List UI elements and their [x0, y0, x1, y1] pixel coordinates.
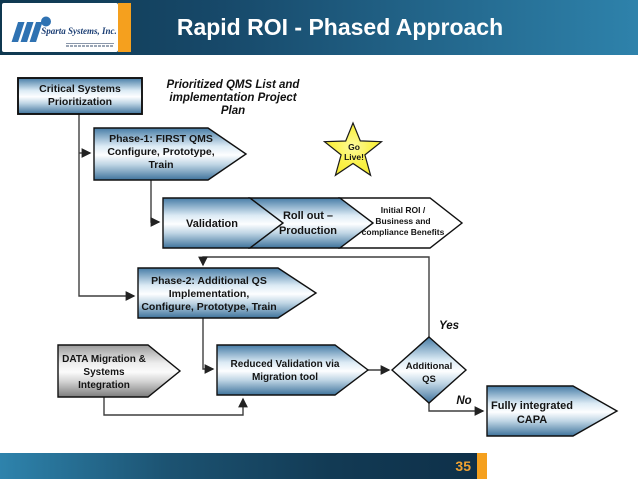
capa-label-line1: Fully integrated [491, 400, 573, 412]
additional-qs-decision [390, 336, 468, 404]
phase1-label-line3: Train [148, 159, 173, 171]
go-live-star [322, 121, 384, 177]
logo-tagline [66, 43, 114, 48]
critical-systems-box [17, 77, 143, 115]
additional-qs-label-line1: Additional [406, 361, 452, 372]
connector-phase2-to-reduced-validation [202, 318, 215, 374]
phase2-shape [137, 267, 318, 319]
footer-accent-square [477, 453, 487, 479]
prioritized-note-line2: implementation Project [169, 92, 297, 104]
go-live-label-line2: Live! [344, 152, 364, 162]
yes-label: Yes [439, 320, 459, 332]
accent-stripe [118, 3, 131, 52]
header-bar: Sparta Systems, Inc. Rapid ROI - Phased … [0, 0, 638, 55]
connector-critical-to-phase2 [78, 114, 136, 301]
phase2-label-line1: Phase-2: Additional QS [151, 275, 267, 287]
capa-shape [486, 385, 619, 437]
page-number: 35 [455, 458, 471, 474]
data-migration-shape [57, 344, 182, 398]
phase2-label-line2: Implementation, [169, 288, 250, 300]
connector-datamigration-to-reduced-validation [103, 397, 248, 416]
go-live-label-line1: Go [348, 142, 360, 152]
validation-label: Validation [186, 218, 238, 230]
initial-roi-label-line2: Business and [375, 216, 430, 226]
sparta-logo: Sparta Systems, Inc. [2, 3, 118, 52]
reduced-validation-label-line1: Reduced Validation via [231, 359, 340, 370]
critical-systems-label-line1: Critical Systems [39, 83, 121, 95]
initial-roi-shape [337, 197, 464, 249]
data-migration-label-line3: Integration [78, 380, 130, 391]
data-migration-label-line2: Systems [83, 367, 125, 378]
reduced-validation-label-line2: Migration tool [252, 372, 318, 383]
prioritized-note-line3: Plan [221, 105, 245, 117]
critical-systems-label-line2: Prioritization [48, 96, 112, 108]
initial-roi-label-line3: compliance Benefits [362, 227, 445, 237]
capa-label-line2: CAPA [517, 414, 547, 426]
reduced-validation-shape [216, 344, 370, 396]
no-label: No [456, 395, 471, 407]
phase2-label-line3: Configure, Prototype, Train [141, 301, 276, 313]
rollout-label-line1: Roll out – [283, 210, 333, 222]
footer-gradient-bar: 35 [0, 453, 477, 479]
footer-bar: 35 [0, 453, 638, 479]
logo-company-name: Sparta Systems, Inc. [41, 26, 117, 36]
additional-qs-label-line2: QS [422, 374, 436, 385]
slide-title: Rapid ROI - Phased Approach [176, 14, 504, 40]
phase1-label-line1: Phase-1: FIRST QMS [109, 133, 213, 145]
connector-yes-loop-to-phase2 [198, 256, 430, 337]
sparta-logo-icon [11, 16, 51, 42]
initial-roi-label-line1: Initial ROI / [381, 205, 426, 215]
data-migration-label-line1: DATA Migration & [62, 354, 146, 365]
connector-no-to-capa [428, 403, 485, 416]
phase1-label-line2: Configure, Prototype, [107, 146, 214, 158]
connector-phase1-to-validation [150, 180, 161, 227]
phase1-shape [93, 127, 248, 181]
rollout-label-line2: Production [279, 225, 337, 237]
prioritized-note-line1: Prioritized QMS List and [167, 79, 301, 91]
